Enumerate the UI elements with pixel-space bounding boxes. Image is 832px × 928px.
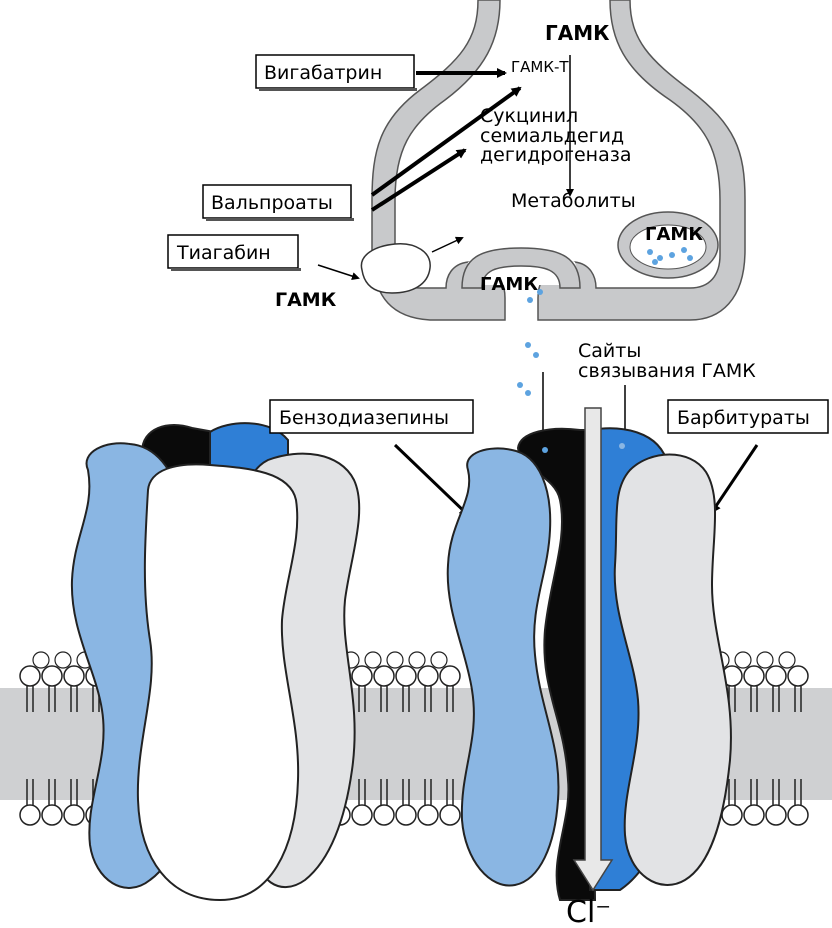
lipid-head (42, 666, 62, 686)
lipid-head (766, 805, 786, 825)
barbiturate-arrow (712, 445, 757, 512)
lipid-head (374, 805, 394, 825)
lipid-head (779, 652, 795, 668)
chloride-ion-label: Cl⁻ (566, 895, 611, 928)
lipid-head (387, 652, 403, 668)
lipid-head (735, 652, 751, 668)
lipid-head (55, 652, 71, 668)
lipid-head (788, 805, 808, 825)
receptor-left (72, 423, 359, 900)
lipid-head (352, 666, 372, 686)
gaba-transporter-label: ГАМК (275, 289, 337, 311)
lipid-head (352, 805, 372, 825)
lipid-head (744, 805, 764, 825)
lipid-head (365, 652, 381, 668)
vigabatrin-label: Вигабатрин (264, 62, 382, 84)
lipid-head (788, 666, 808, 686)
gaba-vesicle-label: ГАМК (645, 224, 703, 245)
lipid-head (418, 805, 438, 825)
tiagabine-label-box: Тиагабин (168, 235, 301, 271)
lipid-head (744, 666, 764, 686)
lipid-head (757, 652, 773, 668)
lipid-head (20, 805, 40, 825)
benzodiazepine-arrow (395, 445, 468, 515)
synaptic-vesicle (618, 212, 718, 278)
barbiturates-label: Барбитураты (677, 407, 810, 429)
gaba-release-label: ГАМК (480, 274, 538, 295)
lipid-head (42, 805, 62, 825)
barbiturates-label-box: Барбитураты (668, 400, 828, 433)
transporter-out-arrow (432, 238, 462, 252)
ssadh-label-line3: дегидрогеназа (480, 144, 631, 166)
tiagabine-label: Тиагабин (176, 242, 271, 264)
metabolites-label: Метаболиты (511, 190, 636, 212)
lipid-head (409, 652, 425, 668)
gaba-t-label: ГАМК-Т (511, 58, 569, 76)
vigabatrin-label-box: Вигабатрин (256, 55, 417, 91)
lipid-head (440, 666, 460, 686)
valproates-label-box: Вальпроаты (203, 185, 354, 221)
lipid-head (396, 805, 416, 825)
lipid-head (431, 652, 447, 668)
valproates-label: Вальпроаты (211, 192, 333, 214)
lipid-head (722, 805, 742, 825)
lipid-head (33, 652, 49, 668)
lipid-head (440, 805, 460, 825)
lipid-head (64, 666, 84, 686)
lipid-head (20, 666, 40, 686)
gaba-top-label: ГАМК (545, 21, 610, 45)
benzodiazepines-label: Бензодиазепины (279, 407, 449, 429)
ssadh-label-line1: Сукцинил (480, 105, 578, 127)
lipid-head (396, 666, 416, 686)
lipid-head (374, 666, 394, 686)
lipid-head (64, 805, 84, 825)
lipid-head (766, 666, 786, 686)
binding-sites-label-line1: Сайты (578, 340, 641, 362)
benzodiazepines-label-box: Бензодиазепины (270, 400, 473, 433)
gaba-transporter (361, 244, 430, 293)
gaba-uptake-arrow (318, 265, 358, 278)
binding-sites-label-line2: связывания ГАМК (578, 360, 756, 382)
lipid-head (418, 666, 438, 686)
